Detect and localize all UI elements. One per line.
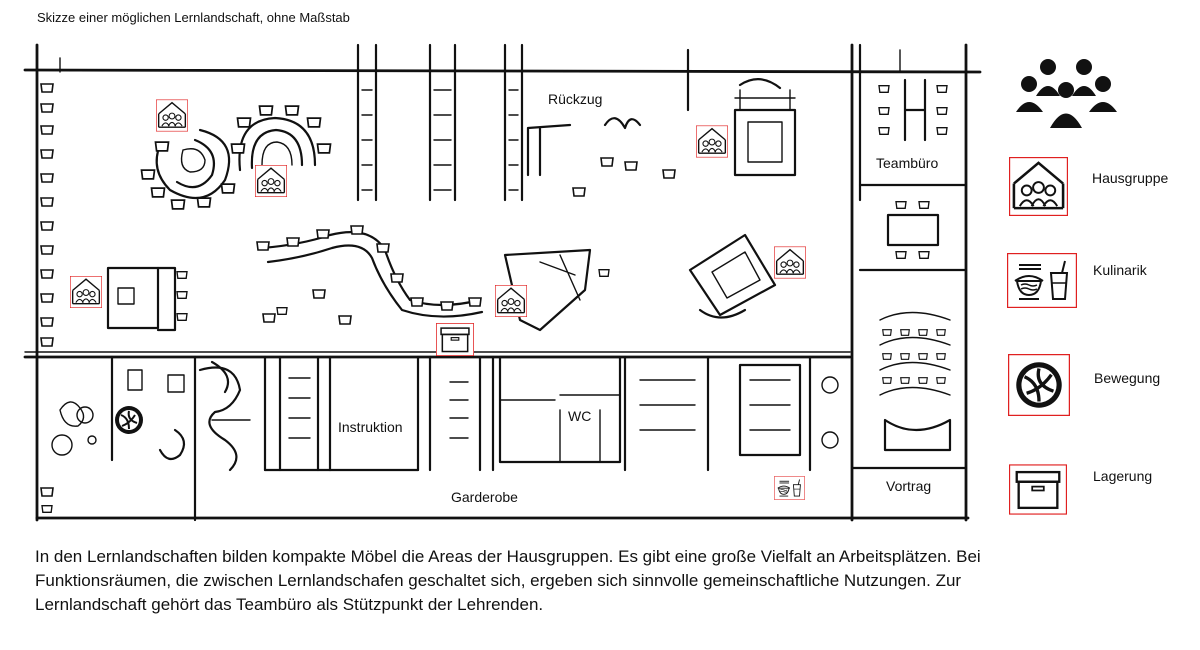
volleyball-marker	[115, 406, 143, 434]
garderobe-wc-area	[449, 355, 839, 472]
legend-culinary-icon	[1007, 253, 1077, 308]
seating-nook-top-right	[733, 78, 797, 177]
room-label-teambuero: Teambüro	[876, 155, 938, 171]
wavy-bench	[256, 225, 484, 325]
house-group-marker	[696, 125, 728, 158]
storage-box-marker	[436, 323, 474, 356]
floor-plan-sketch: Rückzug Teambüro Instruktion WC Garderob…	[23, 43, 1117, 522]
description-text: In den Lernlandschaften bilden kompakte …	[35, 547, 981, 614]
legend-label-kulinarik: Kulinarik	[1093, 262, 1147, 278]
rueckzug-furniture	[572, 117, 676, 197]
legend-label-bewegung: Bewegung	[1094, 370, 1161, 386]
lower-left-rooms	[51, 355, 251, 522]
round-seating-left	[140, 128, 236, 210]
room-label-instruktion: Instruktion	[338, 419, 403, 435]
group-of-people-icon	[1016, 59, 1117, 128]
legend-house-group-icon	[1009, 157, 1068, 216]
house-group-marker	[156, 99, 188, 132]
outer-walls	[23, 43, 982, 522]
round-seating-right	[230, 105, 332, 172]
legend-label-hausgruppe: Hausgruppe	[1092, 170, 1169, 186]
left-group-table	[106, 266, 188, 332]
room-label-garderobe: Garderobe	[451, 489, 518, 505]
house-group-marker	[70, 276, 102, 308]
room-label-rueckzug: Rückzug	[548, 91, 602, 107]
room-label-wc: WC	[568, 408, 591, 424]
instruktion-room	[263, 355, 432, 472]
legend-storage-box-icon	[1009, 464, 1067, 515]
shelving-columns	[356, 43, 690, 202]
house-group-marker	[774, 246, 806, 279]
house-group-marker	[495, 285, 527, 317]
legend-volleyball-icon	[1008, 354, 1070, 416]
vortrag-seating	[850, 311, 968, 470]
teambuero-walls	[850, 43, 968, 522]
diagram-caption: Skizze einer möglichen Lernlandschaft, o…	[37, 10, 350, 25]
legend-label-lagerung: Lagerung	[1093, 468, 1153, 484]
house-group-marker	[255, 165, 287, 197]
culinary-marker	[773, 476, 806, 500]
left-wall-chairs	[40, 83, 54, 514]
room-label-vortrag: Vortrag	[886, 478, 931, 494]
rotated-group-table	[688, 233, 777, 319]
